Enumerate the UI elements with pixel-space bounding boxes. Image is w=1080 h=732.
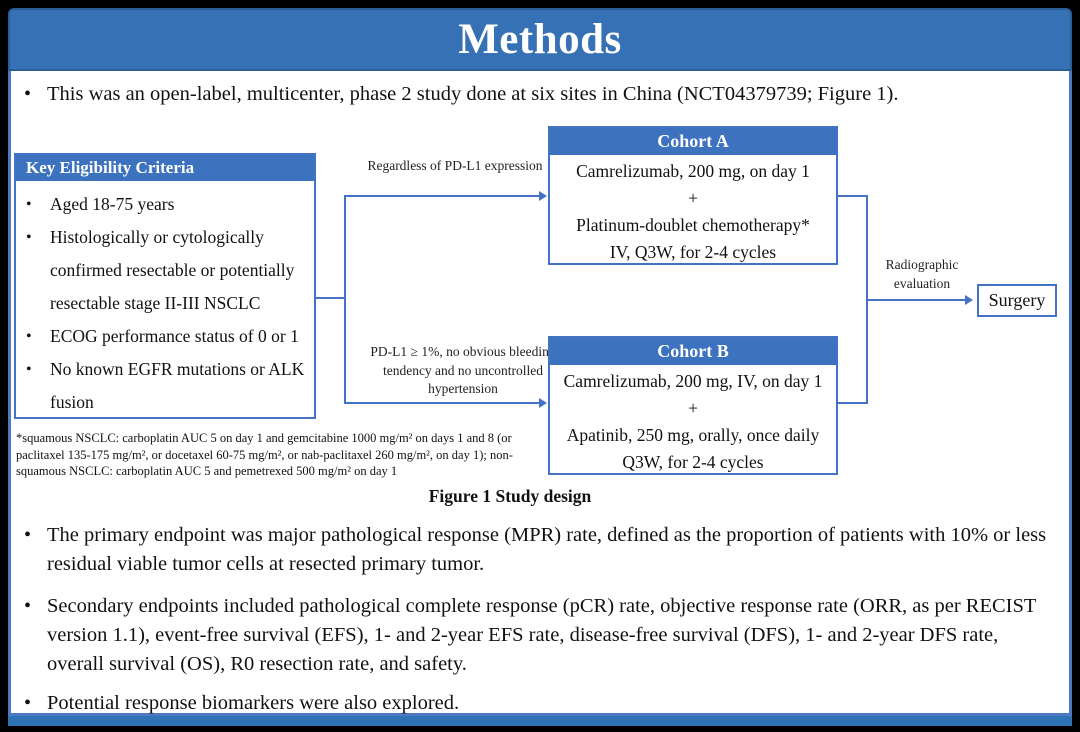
cohort-b-line: Camrelizumab, 200 mg, IV, on day 1 xyxy=(563,371,823,391)
figure-footnote: *squamous NSCLC: carboplatin AUC 5 on da… xyxy=(16,431,513,478)
cohort-b-box: Cohort B Camrelizumab, 200 mg, IV, on da… xyxy=(548,336,838,475)
title-banner: Methods xyxy=(8,8,1072,71)
radiographic-evaluation-label: Radiographic evaluation xyxy=(885,257,959,291)
arrowhead-icon xyxy=(539,398,547,408)
eligibility-item: • ECOG performance status of 0 or 1 xyxy=(24,320,310,353)
cohort-a-body: Camrelizumab, 200 mg, on day 1 + Platinu… xyxy=(550,155,836,266)
connector-line xyxy=(315,297,345,299)
connector-line xyxy=(866,299,966,301)
connector-line xyxy=(837,402,867,404)
endpoint-bullet: • Secondary endpoints included pathologi… xyxy=(24,592,1056,679)
cohort-b-header: Cohort B xyxy=(550,338,836,365)
bullet-marker: • xyxy=(24,595,32,617)
cohort-a-box: Cohort A Camrelizumab, 200 mg, on day 1 … xyxy=(548,126,838,265)
branch-label-bottom: PD-L1 ≥ 1%, no obvious bleeding tendency… xyxy=(370,344,556,396)
arrowhead-icon xyxy=(965,295,973,305)
intro-bullet-text: This was an open-label, multicenter, pha… xyxy=(47,83,899,105)
cohort-a-line: Camrelizumab, 200 mg, on day 1 xyxy=(576,161,810,181)
bullet-marker: • xyxy=(26,196,32,213)
endpoint-bullet: • Potential response biomarkers were als… xyxy=(24,689,1056,718)
cohort-a-header: Cohort A xyxy=(550,128,836,155)
endpoint-bullet: • The primary endpoint was major patholo… xyxy=(24,521,1056,579)
cohort-b-line: Apatinib, 250 mg, orally, once daily xyxy=(566,425,820,445)
bullet-marker: • xyxy=(26,361,32,378)
footer-bar xyxy=(8,716,1072,726)
connector-line xyxy=(344,195,346,404)
page-title: Methods xyxy=(458,16,622,63)
bullet-marker: • xyxy=(26,328,32,345)
arrowhead-icon xyxy=(539,191,547,201)
eligibility-item: • Aged 18-75 years xyxy=(24,188,310,221)
eligibility-box: Key Eligibility Criteria • Aged 18-75 ye… xyxy=(14,153,316,419)
connector-line xyxy=(345,195,540,197)
cohort-a-line: Platinum-doublet chemotherapy* xyxy=(576,215,810,235)
eligibility-list: • Aged 18-75 years • Histologically or c… xyxy=(16,181,314,419)
intro-bullet: • This was an open-label, multicenter, p… xyxy=(24,80,1054,109)
connector-line xyxy=(345,402,540,404)
surgery-box: Surgery xyxy=(977,284,1057,317)
branch-label-top: Regardless of PD-L1 expression xyxy=(367,158,543,173)
bullet-marker: • xyxy=(24,83,32,105)
connector-line xyxy=(837,195,867,197)
plus-sign: + xyxy=(688,398,698,418)
cohort-b-body: Camrelizumab, 200 mg, IV, on day 1 + Apa… xyxy=(550,365,836,476)
plus-sign: + xyxy=(688,188,698,208)
cohort-b-line: Q3W, for 2-4 cycles xyxy=(622,452,764,472)
eligibility-item: • No known EGFR mutations or ALK fusion xyxy=(24,353,310,419)
cohort-a-line: IV, Q3W, for 2-4 cycles xyxy=(609,242,777,262)
eligibility-header: Key Eligibility Criteria xyxy=(16,155,314,181)
eligibility-item: • Histologically or cytologically confir… xyxy=(24,221,310,320)
figure-caption: Figure 1 Study design xyxy=(428,486,592,506)
bullet-marker: • xyxy=(24,524,32,546)
bullet-marker: • xyxy=(26,229,32,246)
bullet-marker: • xyxy=(24,692,32,714)
